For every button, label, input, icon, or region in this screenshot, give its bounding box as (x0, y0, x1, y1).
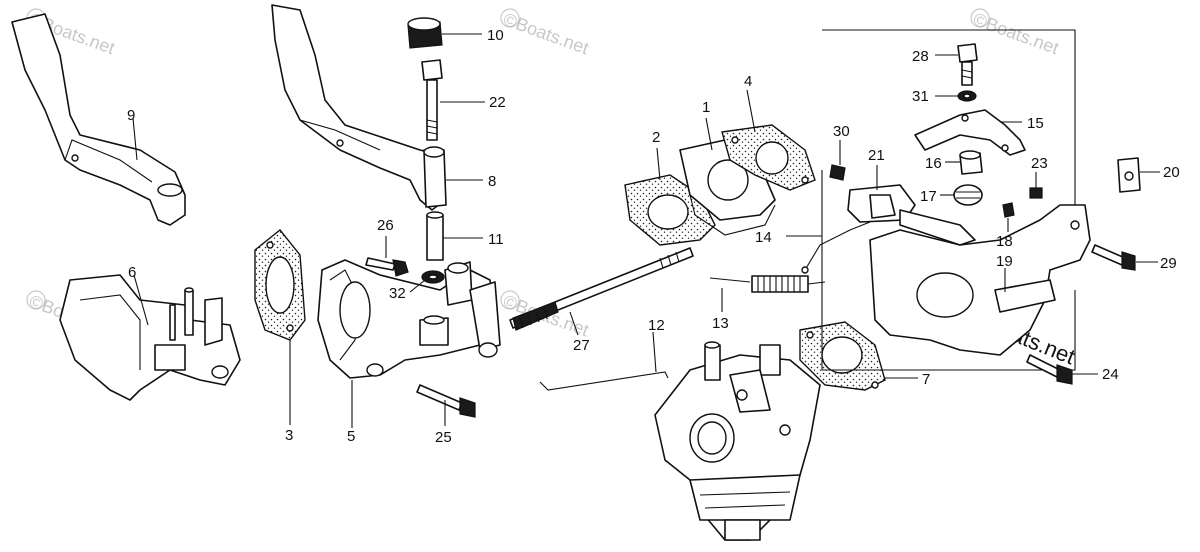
part-18-screw (1002, 202, 1015, 232)
part-19-bracket (869, 204, 1091, 356)
part-26-bolt (365, 236, 409, 277)
label-27: 27 (573, 337, 590, 354)
label-11: 11 (488, 231, 504, 248)
watermark-top-right: ©Boats.net (970, 8, 1062, 58)
label-4: 4 (744, 73, 752, 90)
part-10-cap (407, 17, 482, 49)
watermark-top-center: ©Boats.net (500, 8, 592, 58)
label-12: 12 (648, 317, 665, 334)
label-28: 28 (912, 48, 929, 65)
part-20-clip (1117, 157, 1160, 193)
part-5-insulator (317, 259, 501, 428)
label-31: 31 (912, 88, 929, 105)
label-32: 32 (389, 285, 406, 302)
part-31-washer (935, 90, 977, 102)
label-18: 18 (996, 233, 1013, 250)
label-16: 16 (925, 155, 942, 172)
part-25-bolt (416, 384, 476, 426)
label-25: 25 (435, 429, 452, 446)
label-26: 26 (377, 217, 394, 234)
part-30-screw (829, 140, 846, 181)
part-16-sleeve (945, 150, 983, 175)
label-22: 22 (489, 94, 506, 111)
label-6: 6 (128, 264, 136, 281)
part-28-bolt (935, 43, 978, 86)
part-11-sleeve (426, 211, 483, 261)
part-23-screw (1029, 172, 1043, 199)
label-17: 17 (920, 188, 937, 205)
label-21: 21 (868, 147, 885, 164)
part-22-bolt (421, 59, 485, 141)
svg-text:©Boats.net: ©Boats.net (501, 9, 592, 58)
part-6-bracket (59, 274, 241, 401)
label-7: 7 (922, 371, 930, 388)
part-labels: 9 6 3 5 10 22 8 11 26 32 25 27 12 13 2 1… (127, 27, 1180, 446)
part-13-spring (709, 275, 826, 312)
carburetor (654, 341, 821, 541)
label-19: 19 (996, 253, 1013, 270)
part-32-washer (409, 270, 445, 293)
part-9-lever (11, 13, 186, 226)
svg-text:©Boats.net: ©Boats.net (971, 9, 1062, 58)
part-24-bolt (1026, 354, 1098, 385)
part-8-lever (271, 4, 483, 211)
label-14: 14 (755, 229, 772, 246)
label-13: 13 (712, 315, 729, 332)
part-21-choke-assembly (801, 165, 976, 274)
label-9: 9 (127, 107, 135, 124)
part-29-bolt (1091, 244, 1158, 271)
assembly-box-14 (786, 29, 1076, 371)
label-23: 23 (1031, 155, 1048, 172)
part-27-stud (509, 247, 694, 336)
label-24: 24 (1102, 366, 1119, 383)
part-3-gasket (254, 229, 306, 425)
label-29: 29 (1160, 255, 1177, 272)
label-20: 20 (1163, 164, 1180, 181)
label-5: 5 (347, 428, 355, 445)
label-30: 30 (833, 123, 850, 140)
label-3: 3 (285, 427, 293, 444)
label-2: 2 (652, 129, 660, 146)
label-8: 8 (488, 173, 496, 190)
part-7-gasket (799, 321, 918, 391)
label-10: 10 (487, 27, 504, 44)
label-15: 15 (1027, 115, 1044, 132)
part-4-gasket (721, 89, 816, 191)
part-17-spring (940, 184, 983, 206)
label-1: 1 (702, 99, 710, 116)
part-15-bracket (914, 109, 1026, 156)
part-12-rod (539, 331, 669, 391)
